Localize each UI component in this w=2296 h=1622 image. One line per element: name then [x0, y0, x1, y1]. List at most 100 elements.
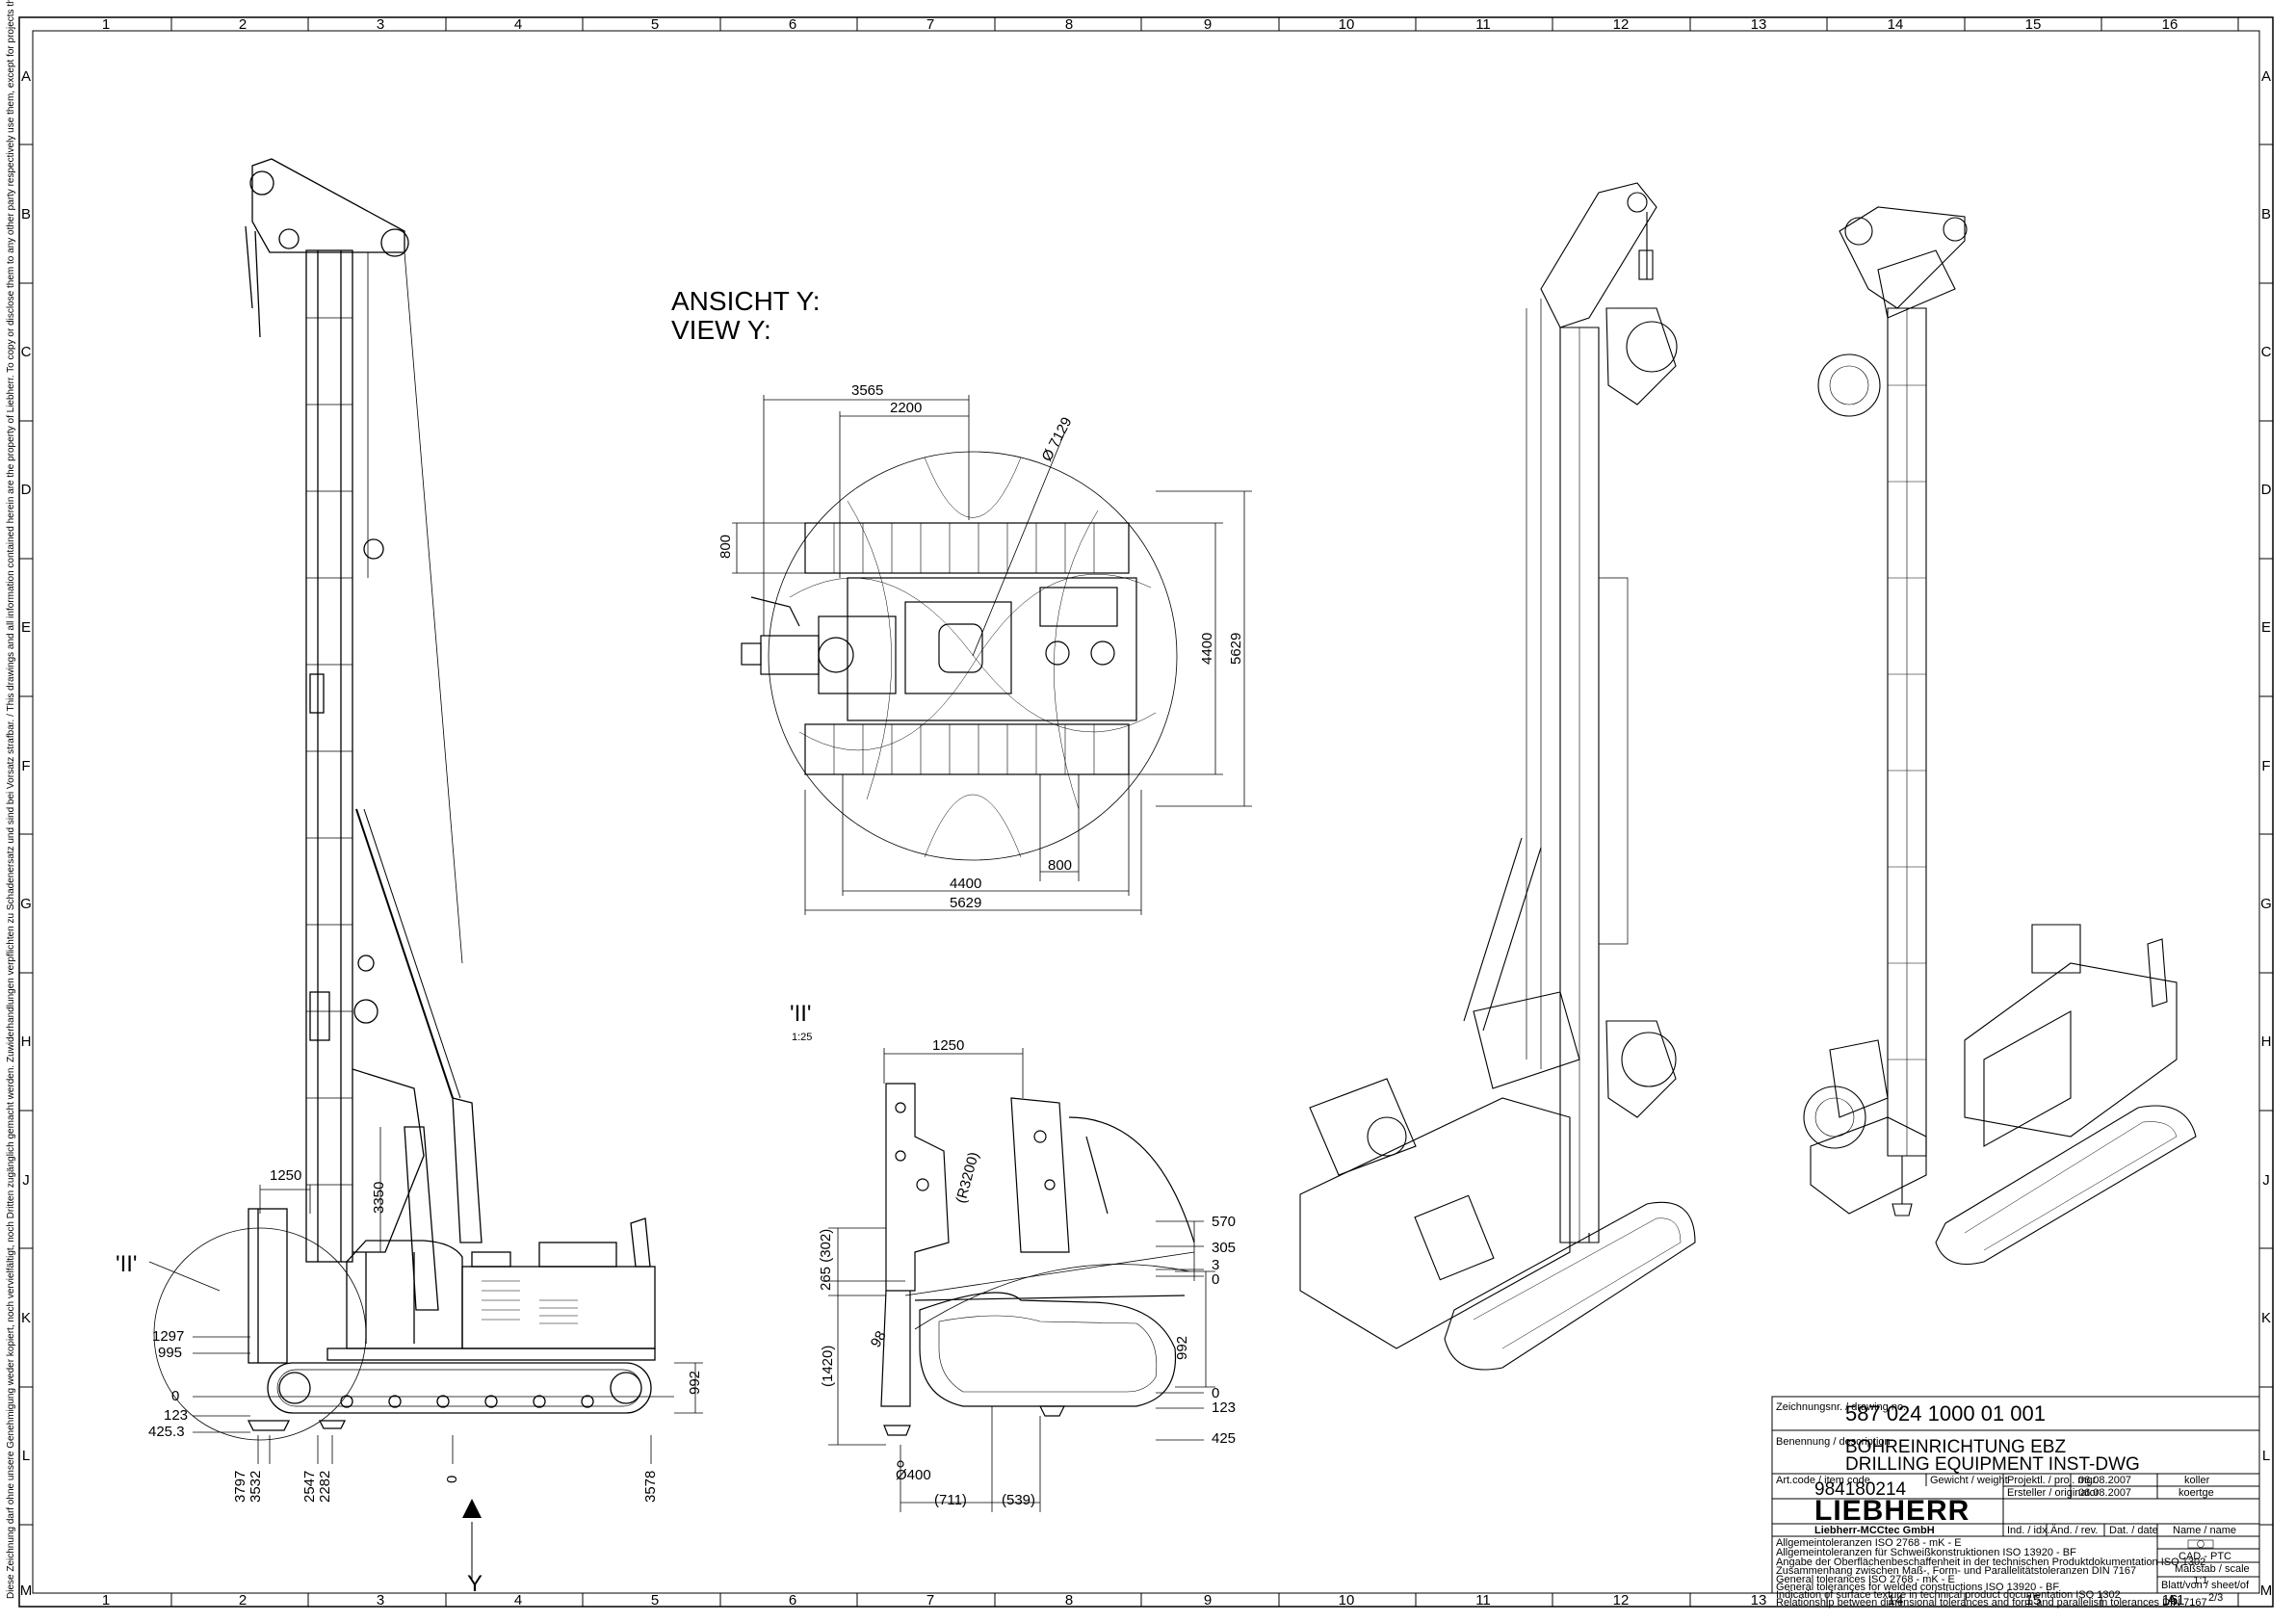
zone-col-4: 4 [514, 16, 522, 33]
top-view-dim-labels: 3565 2200 Ø 7129 800 4400 5629 800 4400 … [718, 382, 1244, 911]
dim-123-side: 123 [164, 1407, 188, 1424]
detail-II-dim-labels: 1250 (R3200) 570 305 3 0 265 (302) (1420… [818, 1037, 1236, 1508]
svg-text:5: 5 [651, 1592, 659, 1609]
tb-proj-mgr-label: Projektl. / proj. mgr. [2007, 1475, 2099, 1486]
dim-992-side: 992 [687, 1371, 703, 1395]
svg-text:2: 2 [239, 1592, 247, 1609]
svg-text:General tolerances ISO 2768 -: General tolerances ISO 2768 - mK - E [1776, 1574, 1955, 1585]
zone-col-14: 14 [1888, 16, 1904, 33]
svg-text:C: C [21, 344, 32, 360]
dim-425-side: 425.3 [148, 1424, 185, 1440]
view-y-label: Y [467, 1571, 483, 1597]
svg-text:1: 1 [102, 1592, 110, 1609]
svg-text:General tolerances for welded: General tolerances for welded constructi… [1776, 1582, 2059, 1593]
dim-3565: 3565 [851, 382, 883, 399]
view-y-arrow [462, 1499, 482, 1518]
dim-3532: 3532 [248, 1471, 264, 1503]
dim-539: (539) [1002, 1492, 1035, 1508]
dim-992-detail: 992 [1174, 1336, 1190, 1360]
dim-1420: (1420) [820, 1346, 836, 1387]
svg-text:A: A [2261, 68, 2271, 85]
svg-text:D: D [2261, 482, 2272, 498]
dim-0-detail-bottom: 0 [1212, 1385, 1219, 1401]
iso-crawler-rear [1935, 1105, 2197, 1266]
dim-3: 3 [1212, 1257, 1219, 1273]
top-view-machine [741, 451, 1178, 861]
dim-995: 995 [158, 1345, 182, 1361]
dim-711: (711) [934, 1492, 967, 1508]
view-y-title-de: ANSICHT Y: [671, 286, 821, 316]
svg-text:B: B [21, 206, 31, 222]
zone-col-11: 11 [1475, 16, 1491, 33]
svg-text:10: 10 [1339, 1592, 1355, 1609]
svg-text:13: 13 [1751, 1592, 1767, 1609]
svg-text:B: B [2261, 206, 2271, 222]
detail-circle-II [153, 1227, 367, 1441]
svg-text:K: K [2261, 1310, 2271, 1326]
tb-art-code-label: Art.code / item code [1776, 1475, 1870, 1486]
zone-col-9: 9 [1204, 16, 1212, 33]
dim-r3200: (R3200) [952, 1150, 981, 1205]
dim-0-detail-top: 0 [1212, 1271, 1219, 1288]
zone-col-7: 7 [926, 16, 934, 33]
zone-col-10: 10 [1339, 16, 1355, 33]
side-view-dim-labels: 1250 3350 1297 995 0 123 425.3 992 3797 … [148, 1167, 703, 1503]
crawler-track [267, 1362, 652, 1414]
svg-text:G: G [20, 896, 32, 912]
zone-col-5: 5 [651, 16, 659, 33]
tb-drawing-no: 587 024 1000 01 001 [1845, 1401, 2046, 1426]
tb-description-de: BOHREINRICHTUNG EBZ [1845, 1437, 2066, 1457]
svg-text:H: H [2261, 1033, 2272, 1050]
dim-98: 98 [868, 1328, 890, 1350]
dim-1297: 1297 [152, 1328, 184, 1345]
svg-text:Zusammenhang zwischen Maß-, Fo: Zusammenhang zwischen Maß-, Form- und Pa… [1776, 1565, 2136, 1577]
dim-305: 305 [1212, 1240, 1236, 1256]
svg-text:4: 4 [514, 1592, 522, 1609]
svg-text:7: 7 [926, 1592, 934, 1609]
zone-col-13: 13 [1751, 16, 1767, 33]
tb-cad-label: CAD - PTC [2179, 1551, 2231, 1562]
svg-text:L: L [2262, 1448, 2270, 1464]
isometric-view-front [1299, 182, 1696, 1371]
tb-weight-label: Gewicht / weight [1930, 1475, 2008, 1486]
tb-sheet-label: Blatt/von / sheet/of [2161, 1580, 2250, 1591]
svg-text:Indication of surface texture: Indication of surface texture in technic… [1776, 1589, 2121, 1601]
dim-0-side: 0 [171, 1388, 179, 1404]
upper-carriage-top [847, 577, 1137, 721]
svg-text:M: M [20, 1583, 33, 1599]
tb-format: A1 [2167, 1592, 2184, 1609]
iso-upper-carriage-front [1299, 1097, 1571, 1349]
detail-reference-II: 'II' [116, 1251, 138, 1277]
dim-425-detail: 425 [1212, 1430, 1236, 1447]
zone-labels-top: 1 2 3 4 5 6 7 8 9 10 11 12 13 14 15 16 [102, 16, 2179, 33]
detail-II-dimensions [828, 1048, 1215, 1512]
svg-text:3: 3 [377, 1592, 384, 1609]
svg-text:Relationship between dimension: Relationship between dimensional toleran… [1776, 1597, 2207, 1609]
svg-text:L: L [22, 1448, 30, 1464]
dim-265-302: 265 (302) [818, 1229, 834, 1291]
dim-800-bottom: 800 [1048, 857, 1072, 874]
svg-text:E: E [2261, 619, 2271, 636]
track-upper [804, 522, 1130, 574]
zone-labels-bottom: 1 2 3 4 5 6 7 8 9 10 11 12 13 14 15 16 [102, 1592, 2179, 1609]
dim-3350: 3350 [371, 1182, 387, 1214]
zone-col-8: 8 [1065, 16, 1073, 33]
dim-5629-bottom: 5629 [950, 895, 981, 911]
zone-col-15: 15 [2025, 16, 2042, 33]
top-view-dimensions [732, 395, 1252, 915]
tb-company-name: Liebherr-MCCtec GmbH [1814, 1525, 1935, 1536]
liebherr-logo: LIEBHERR [1814, 1495, 1970, 1527]
svg-text:G: G [2260, 896, 2272, 912]
dim-2547: 2547 [301, 1471, 318, 1503]
tb-art-code: 984180214 [1814, 1479, 1907, 1500]
tb-description-label: Benennung / description [1776, 1436, 1891, 1448]
dim-diameter-7129: Ø 7129 [1039, 414, 1076, 463]
tb-scale-label: Maßstab / scale [2175, 1563, 2250, 1575]
inner-frame [32, 30, 2260, 1594]
zone-col-2: 2 [239, 16, 247, 33]
svg-text:14: 14 [1888, 1592, 1904, 1609]
upper-carriage [461, 1266, 656, 1349]
swing-circle [768, 451, 1178, 861]
svg-text:E: E [21, 619, 31, 636]
